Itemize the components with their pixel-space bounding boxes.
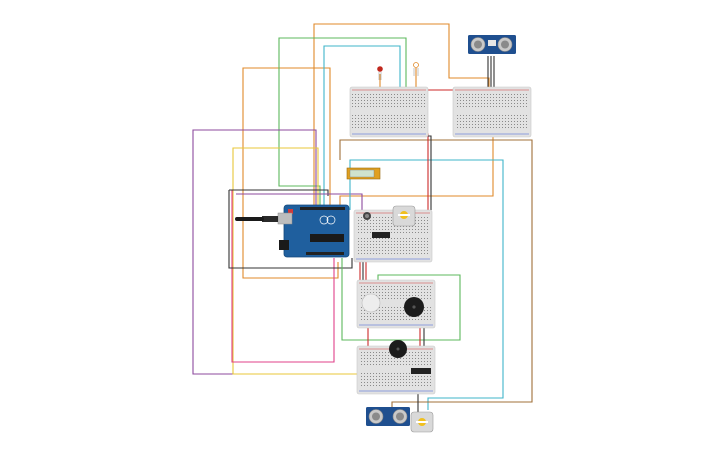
ultrasonic-sensor-bottom[interactable]: [366, 407, 410, 426]
wire-purple-frame[interactable]: [236, 193, 363, 210]
lcd-module[interactable]: [346, 167, 381, 180]
wire-brown-right[interactable]: [339, 139, 533, 410]
resistor-top[interactable]: [413, 62, 419, 77]
wire-pink-left[interactable]: [231, 190, 335, 363]
ic-chip-bottom[interactable]: [411, 368, 431, 374]
wire-sensor-top[interactable]: [487, 56, 495, 90]
wire-yellow-left[interactable]: [232, 147, 370, 375]
potentiometer[interactable]: [363, 212, 371, 220]
piezo-buzzer-lower[interactable]: [404, 297, 424, 317]
wire-orange-left[interactable]: [242, 67, 339, 279]
wire-layer: [192, 23, 533, 412]
pir-sensor[interactable]: [361, 293, 381, 313]
breadboard-top-right: [452, 86, 532, 138]
breadboard-bottom: [356, 345, 436, 395]
wire-orange-top[interactable]: [313, 23, 490, 210]
wire-green-lower[interactable]: [341, 258, 461, 341]
red-led[interactable]: [377, 66, 383, 80]
ultrasonic-sensor-top[interactable]: [468, 35, 516, 54]
wire-orange-right[interactable]: [339, 136, 494, 210]
arduino-uno[interactable]: [277, 204, 350, 258]
breadboard-top-left: [349, 86, 429, 138]
servo-motor-bottom[interactable]: [410, 411, 434, 433]
wire-teal-top[interactable]: [323, 45, 401, 210]
usb-cable: [235, 216, 278, 222]
wire-red-lower[interactable]: [359, 262, 421, 346]
piezo-buzzer-bottom[interactable]: [389, 340, 407, 358]
ic-chip[interactable]: [372, 232, 390, 238]
servo-motor-top[interactable]: [392, 205, 416, 227]
